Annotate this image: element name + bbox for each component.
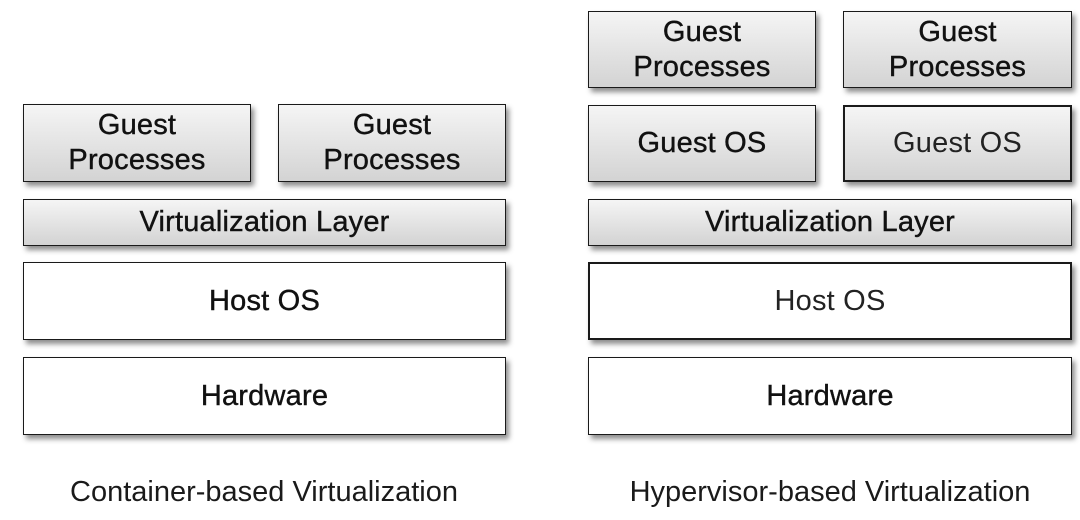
container-hardware: Hardware [23, 357, 506, 435]
guest-processes-line2: Processes [633, 50, 771, 83]
container-virtualization-stack: Guest Processes Guest Processes Virtuali… [20, 0, 520, 520]
container-guest-processes-right: Guest Processes [278, 104, 506, 182]
hypervisor-hardware: Hardware [588, 357, 1072, 435]
guest-os-label: Guest OS [893, 127, 1022, 160]
guest-os-label: Guest OS [637, 127, 767, 160]
container-guest-processes-left: Guest Processes [23, 104, 251, 182]
hypervisor-host-os: Host OS [588, 262, 1072, 340]
guest-processes-line1: Guest [97, 109, 177, 142]
host-os-label: Host OS [209, 284, 320, 317]
container-virtualization-layer: Virtualization Layer [23, 199, 506, 246]
hypervisor-virtualization-stack: Guest Processes Guest Processes Guest OS… [585, 0, 1080, 520]
guest-processes-line2: Processes [68, 144, 206, 176]
hypervisor-guest-processes-left: Guest Processes [588, 11, 816, 88]
hardware-label: Hardware [766, 379, 894, 412]
hypervisor-guest-os-left: Guest OS [588, 105, 816, 182]
virtualization-layer-label: Virtualization Layer [139, 206, 390, 239]
container-caption: Container-based Virtualization [70, 476, 458, 508]
virtualization-layer-label: Virtualization Layer [704, 206, 956, 239]
guest-processes-line1: Guest [352, 109, 432, 142]
guest-processes-line2: Processes [888, 50, 1027, 83]
guest-processes-line2: Processes [323, 144, 461, 176]
host-os-label: Host OS [774, 284, 886, 317]
guest-processes-line1: Guest [918, 15, 997, 48]
hypervisor-caption: Hypervisor-based Virtualization [629, 476, 1031, 508]
hypervisor-guest-os-right: Guest OS [843, 105, 1072, 182]
container-host-os: Host OS [23, 262, 506, 340]
hypervisor-guest-processes-right: Guest Processes [843, 11, 1072, 88]
hardware-label: Hardware [200, 379, 329, 412]
hypervisor-virtualization-layer: Virtualization Layer [588, 199, 1072, 246]
guest-processes-line1: Guest [662, 15, 742, 48]
